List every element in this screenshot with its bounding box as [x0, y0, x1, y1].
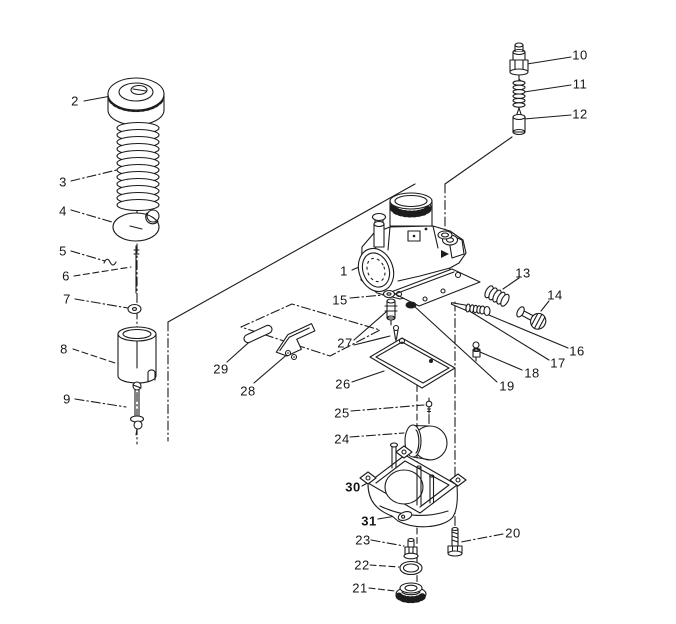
throttle-slide: [117, 326, 157, 384]
throttle-cap: [107, 77, 165, 126]
intake-bore: [389, 192, 433, 227]
drain-jet: [403, 537, 419, 560]
callout-10: 10: [572, 47, 588, 63]
float-pin-screw: [425, 400, 433, 414]
needle-washer: [127, 303, 142, 315]
cap-slot: [132, 88, 147, 92]
callout-19: 19: [499, 378, 515, 394]
centerlines: [136, 73, 520, 585]
spray-washer: [405, 301, 417, 309]
callout-12: 12: [572, 106, 588, 122]
callout-23: 23: [355, 532, 371, 548]
pilot-screw: [450, 302, 486, 315]
bowl-bolt: [447, 526, 463, 557]
mount-flange: [390, 268, 481, 307]
callout-3: 3: [59, 174, 67, 190]
fitting-spring: [512, 78, 526, 108]
callout-29: 29: [213, 361, 229, 377]
callout-13: 13: [515, 265, 531, 281]
plate-bracket: [275, 323, 316, 357]
callout-24: 24: [334, 431, 350, 447]
starter-screw: [129, 381, 145, 436]
callout-16: 16: [569, 343, 585, 359]
callout-7: 7: [63, 291, 71, 307]
callout-5: 5: [59, 243, 67, 259]
bowl-gasket: [369, 337, 456, 389]
inlet-needle: [512, 107, 526, 136]
fuel-fitting: [509, 42, 529, 76]
slide-notch: [147, 369, 156, 383]
air-horn: [357, 247, 395, 293]
callout-17: 17: [550, 355, 566, 371]
drain-plug: [395, 582, 427, 604]
callout-15: 15: [332, 292, 348, 308]
callout-leaders: [70, 56, 572, 592]
callout-4: 4: [59, 203, 67, 219]
needle-clip: [103, 258, 117, 266]
callout-22: 22: [354, 557, 370, 573]
needle-jet: [384, 298, 398, 326]
screw-washer: [483, 305, 491, 317]
callout-14: 14: [547, 287, 563, 303]
jet-needle: [133, 245, 140, 294]
callout-21: 21: [352, 580, 368, 596]
callout-27: 27: [337, 335, 353, 351]
pilot-spring: [484, 285, 510, 307]
bracket-screws: [284, 349, 298, 361]
callout-31: 31: [361, 513, 377, 529]
throttle-spring: [116, 121, 160, 212]
drain-tab: [397, 510, 413, 522]
float-bowl: [359, 442, 467, 528]
callout-11: 11: [572, 76, 588, 92]
callout-2: 2: [71, 93, 79, 109]
callout-26: 26: [335, 376, 351, 392]
spring-seat: [112, 209, 160, 242]
callout-28: 28: [240, 383, 256, 399]
o-ring: [399, 560, 423, 576]
callout-18: 18: [524, 365, 540, 381]
callout-6: 6: [62, 268, 70, 284]
idle-plunger: [472, 341, 481, 362]
plate-long: [243, 324, 273, 344]
callout-1: 1: [340, 263, 348, 279]
vent-tube: [371, 212, 387, 248]
needle-seat-boss: [437, 230, 453, 240]
callout-20: 20: [505, 525, 521, 541]
callout-25: 25: [334, 405, 350, 421]
callout-8: 8: [60, 341, 68, 357]
float: [404, 424, 448, 461]
air-screw: [516, 306, 547, 330]
callout-9: 9: [63, 391, 71, 407]
callout-30: 30: [345, 479, 361, 495]
jet-washer: [382, 289, 396, 299]
